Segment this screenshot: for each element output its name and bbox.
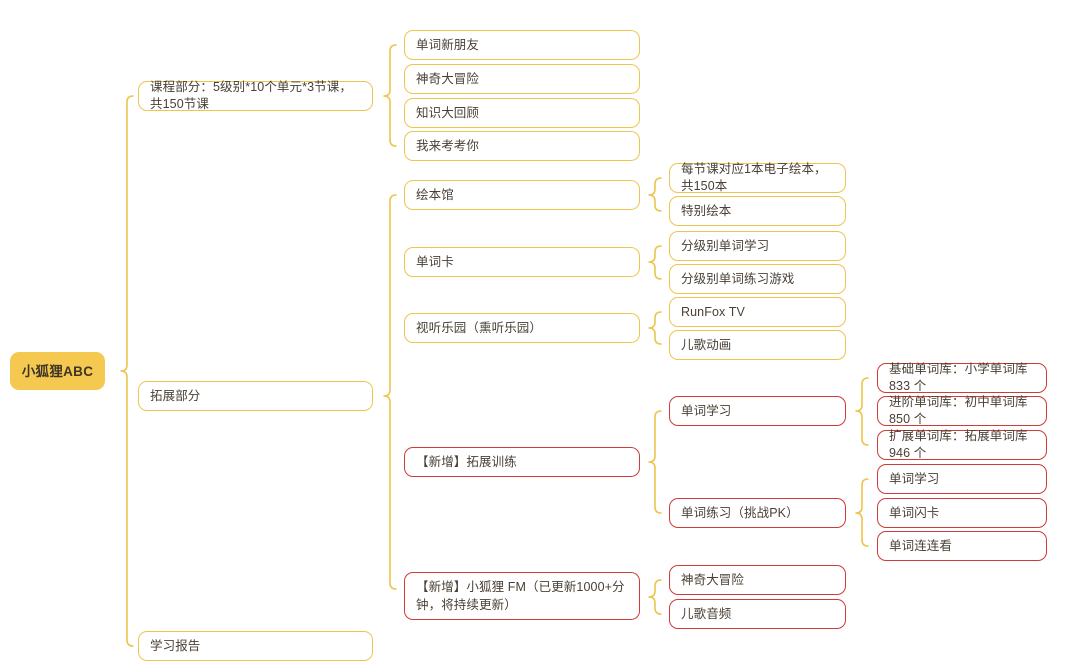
node-course-child-3[interactable]: 知识大回顾: [404, 98, 640, 128]
node-bank-extended[interactable]: 扩展单词库：拓展单词库 946 个: [877, 429, 1047, 460]
root-label: 小狐狸ABC: [21, 363, 94, 379]
node-picturebook-hall[interactable]: 绘本馆: [404, 180, 640, 210]
node-label: 分级别单词学习: [681, 238, 770, 253]
node-label: 进阶单词库：初中单词库 850 个: [889, 395, 1028, 426]
bracket-wordstudy: [855, 377, 869, 446]
bracket-root: [120, 95, 134, 647]
node-label: 基础单词库：小学单词库 833 个: [889, 362, 1028, 393]
node-label: 课程部分：5级别*10个单元*3节课，共150节课: [150, 80, 352, 111]
node-bank-basic[interactable]: 基础单词库：小学单词库 833 个: [877, 362, 1047, 393]
node-label: 单词学习: [681, 403, 732, 418]
node-label: 儿歌动画: [681, 337, 732, 352]
node-course-child-4[interactable]: 我来考考你: [404, 131, 640, 161]
node-runfox-tv[interactable]: RunFox TV: [669, 297, 846, 327]
bracket-training: [648, 410, 662, 514]
node-study-report[interactable]: 学习报告: [138, 631, 373, 661]
node-label: 绘本馆: [416, 187, 454, 202]
bracket-fm: [648, 579, 662, 615]
node-expansion-section[interactable]: 拓展部分: [138, 381, 373, 411]
node-picturebook-per-lesson[interactable]: 每节课对应1本电子绘本，共150本: [669, 162, 846, 193]
node-graded-word-game[interactable]: 分级别单词练习游戏: [669, 264, 846, 294]
node-label: 单词新朋友: [416, 37, 480, 52]
bracket-picturebook: [648, 177, 662, 212]
node-fm-nursery-audio[interactable]: 儿歌音频: [669, 599, 846, 629]
node-av-park[interactable]: 视听乐园（熏听乐园）: [404, 313, 640, 343]
node-label: 知识大回顾: [416, 105, 480, 120]
node-bank-advanced[interactable]: 进阶单词库：初中单词库 850 个: [877, 395, 1047, 426]
node-label: 单词练习（挑战PK）: [681, 505, 799, 520]
node-label: 单词学习: [889, 471, 940, 486]
node-label: 我来考考你: [416, 138, 480, 153]
node-label: RunFox TV: [681, 304, 745, 319]
bracket-av: [648, 311, 662, 345]
node-label: 拓展部分: [150, 388, 201, 403]
node-nursery-animation[interactable]: 儿歌动画: [669, 330, 846, 360]
node-course-child-2[interactable]: 神奇大冒险: [404, 64, 640, 94]
node-label: 视听乐园（熏听乐园）: [416, 320, 543, 335]
node-label: 特别绘本: [681, 203, 732, 218]
node-practice-match[interactable]: 单词连连看: [877, 531, 1047, 561]
node-course-child-1[interactable]: 单词新朋友: [404, 30, 640, 60]
bracket-course: [383, 44, 397, 147]
node-label: 单词卡: [416, 254, 454, 269]
node-expansion-training[interactable]: 【新增】拓展训练: [404, 447, 640, 477]
node-label: 神奇大冒险: [416, 71, 480, 86]
node-practice-word-study[interactable]: 单词学习: [877, 464, 1047, 494]
node-label: 单词连连看: [889, 538, 953, 553]
node-label: 单词闪卡: [889, 505, 940, 520]
bracket-wordcard: [648, 245, 662, 280]
node-label: 分级别单词练习游戏: [681, 271, 795, 286]
node-label: 【新增】小狐狸 FM（已更新1000+分钟，将持续更新）: [416, 580, 625, 612]
node-practice-flashcard[interactable]: 单词闪卡: [877, 498, 1047, 528]
node-graded-word-study[interactable]: 分级别单词学习: [669, 231, 846, 261]
node-special-picturebook[interactable]: 特别绘本: [669, 196, 846, 226]
node-fox-fm[interactable]: 【新增】小狐狸 FM（已更新1000+分钟，将持续更新）: [404, 572, 640, 620]
node-word-practice-pk[interactable]: 单词练习（挑战PK）: [669, 498, 846, 528]
node-course-section[interactable]: 课程部分：5级别*10个单元*3节课，共150节课: [138, 80, 373, 111]
node-label: 【新增】拓展训练: [416, 454, 517, 469]
node-fm-adventure[interactable]: 神奇大冒险: [669, 565, 846, 595]
node-label: 学习报告: [150, 638, 201, 653]
root-node[interactable]: 小狐狸ABC: [10, 352, 105, 390]
node-word-card[interactable]: 单词卡: [404, 247, 640, 277]
bracket-wordpractice: [855, 478, 869, 547]
node-word-study[interactable]: 单词学习: [669, 396, 846, 426]
node-label: 扩展单词库：拓展单词库 946 个: [889, 429, 1028, 460]
node-label: 神奇大冒险: [681, 572, 745, 587]
node-label: 每节课对应1本电子绘本，共150本: [681, 162, 827, 193]
node-label: 儿歌音频: [681, 606, 732, 621]
bracket-expansion: [383, 194, 397, 590]
